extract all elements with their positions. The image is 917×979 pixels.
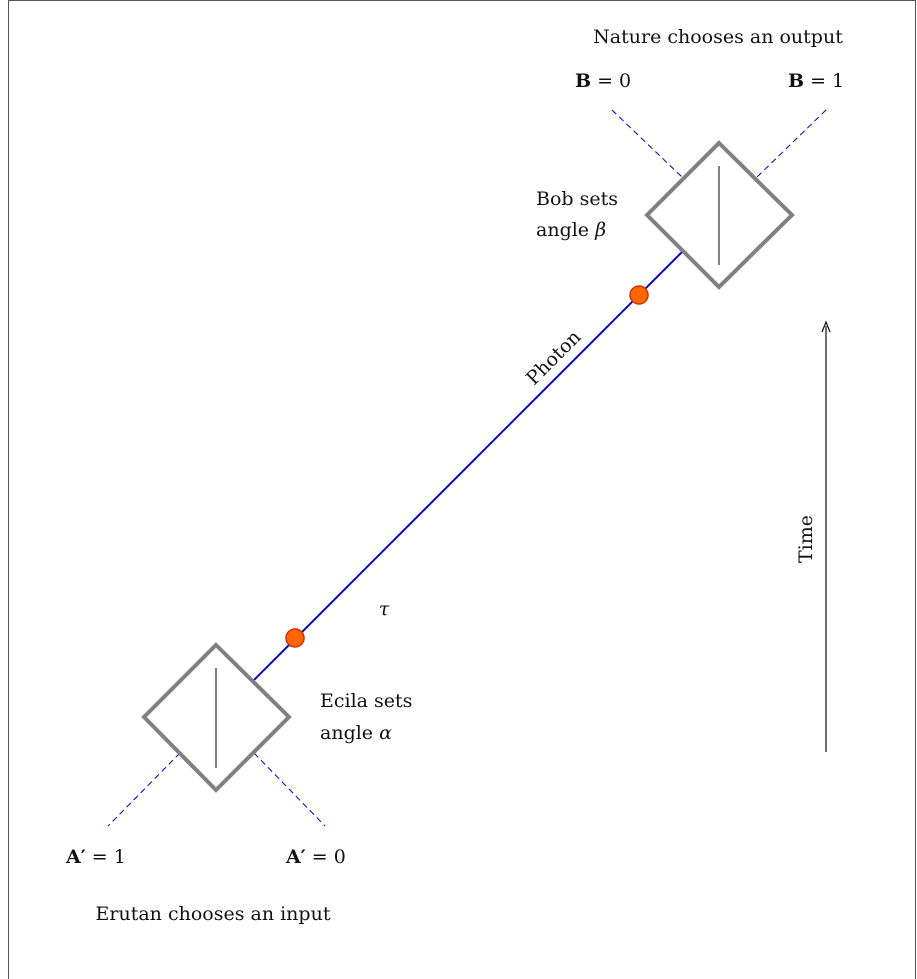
time-arrowhead	[821, 320, 831, 333]
figure-frame	[8, 0, 916, 979]
input-a1-var: A′	[65, 846, 86, 868]
ecila-label-line2: angle α	[320, 722, 392, 744]
bob-dashed-line-right	[755, 109, 827, 179]
output-b0-label: B = 0	[575, 70, 631, 92]
output-b1-label: B = 1	[788, 70, 844, 92]
input-a1-value: = 1	[86, 846, 126, 868]
ecila-label-prefix: angle	[320, 722, 379, 744]
ecila-angle-symbol: α	[379, 722, 392, 744]
photon-dot-lower	[285, 628, 305, 648]
photon-dot-upper	[629, 285, 649, 305]
ecila-dashed-line-right	[253, 752, 326, 827]
bob-label-line2: angle β	[536, 219, 606, 241]
output-b0-value: = 0	[591, 70, 631, 92]
input-a0-value: = 0	[306, 846, 346, 868]
input-a0-var: A′	[285, 846, 306, 868]
input-a0-label: A′ = 0	[285, 846, 346, 868]
output-b1-value: = 1	[804, 70, 844, 92]
bob-angle-symbol: β	[594, 219, 606, 241]
bob-label-prefix: angle	[536, 219, 595, 241]
top-caption: Nature chooses an output	[593, 26, 843, 48]
input-a1-label: A′ = 1	[65, 846, 126, 868]
bottom-caption: Erutan chooses an input	[96, 903, 331, 925]
photon-line	[251, 250, 684, 683]
ecila-dashed-line-left	[107, 752, 181, 827]
time-label: Time	[795, 515, 817, 563]
output-b0-var: B	[575, 70, 591, 92]
output-b1-var: B	[788, 70, 804, 92]
bob-label-line1: Bob sets	[536, 188, 618, 210]
tau-label: τ	[379, 598, 390, 620]
ecila-label-line1: Ecila sets	[320, 690, 412, 712]
bob-dashed-line-left	[611, 109, 684, 179]
